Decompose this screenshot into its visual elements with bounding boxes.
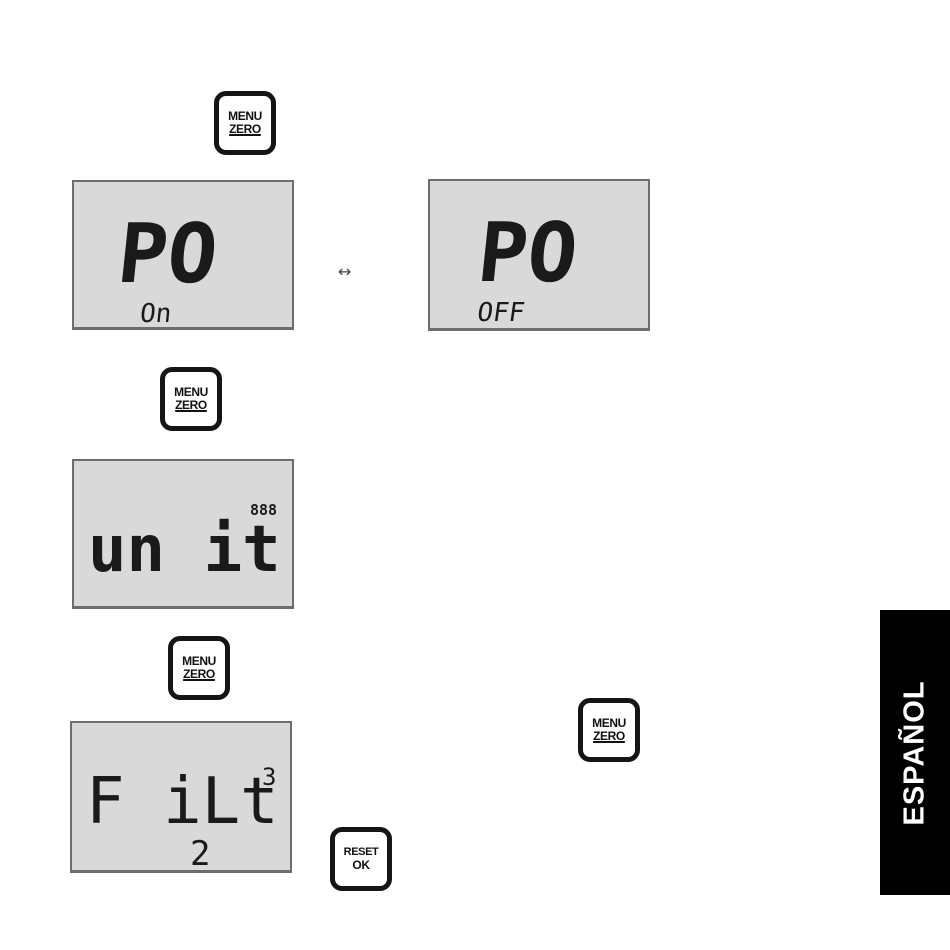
- button-label-line2: ZERO: [593, 730, 625, 743]
- lcd-main-text: F iLt: [86, 765, 279, 839]
- lcd-sub-text: OFF: [475, 298, 526, 328]
- button-label-line2: ZERO: [229, 123, 261, 136]
- lcd-unit-indicator: 888: [250, 501, 277, 519]
- menu-zero-button[interactable]: MENU ZERO: [578, 698, 640, 762]
- button-label-line2: ZERO: [175, 399, 207, 412]
- menu-zero-button[interactable]: MENU ZERO: [214, 91, 276, 155]
- button-label-line2: ZERO: [183, 668, 215, 681]
- button-label-line2: OK: [352, 859, 369, 872]
- toggle-arrow-icon: ↔: [338, 262, 351, 281]
- lcd-sub-text: 2: [190, 834, 210, 870]
- reset-ok-button[interactable]: RESET OK: [330, 827, 392, 891]
- lcd-display-filter: F iLt 3 2: [70, 721, 292, 873]
- lcd-superscript-text: 3: [262, 763, 276, 791]
- lcd-display-po-off: PO OFF: [428, 179, 650, 331]
- lcd-sub-text: On: [139, 299, 173, 327]
- lcd-display-unit: un it 888: [72, 459, 294, 609]
- lcd-display-po-on: PO On: [72, 180, 294, 330]
- menu-zero-button[interactable]: MENU ZERO: [168, 636, 230, 700]
- language-side-tab: ESPAÑOL: [880, 610, 950, 895]
- language-tab-label: ESPAÑOL: [899, 680, 932, 825]
- lcd-main-text: PO: [113, 207, 222, 302]
- lcd-main-text: PO: [473, 206, 582, 301]
- menu-zero-button[interactable]: MENU ZERO: [160, 367, 222, 431]
- lcd-main-text: un it: [88, 513, 281, 587]
